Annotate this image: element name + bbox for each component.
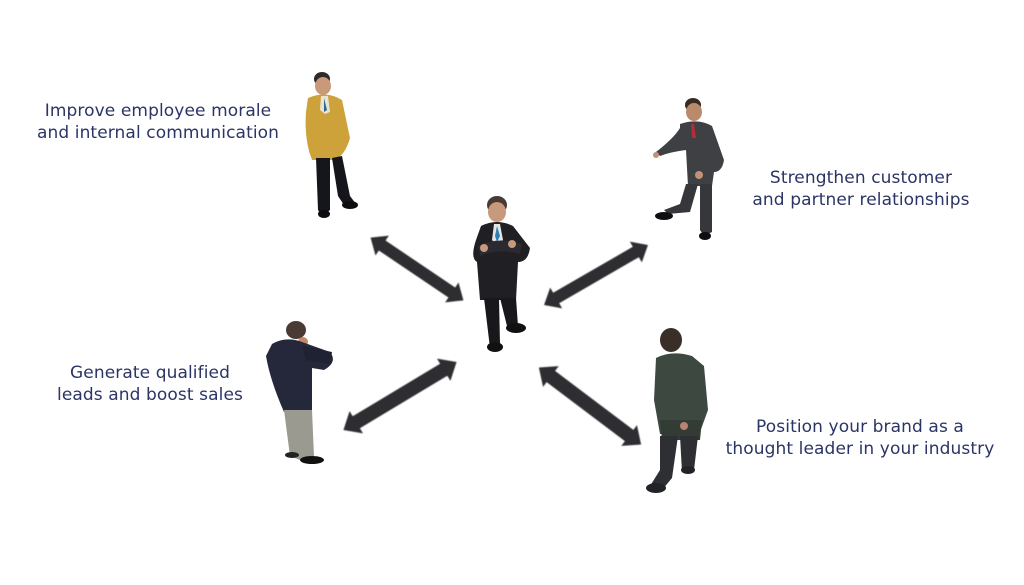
double-arrow-icon: [370, 235, 464, 303]
benefit-label-customer-relationships: Strengthen customer and partner relation…: [736, 167, 986, 211]
label-line: and internal communication: [36, 123, 280, 143]
top-left-person-figure: [305, 72, 358, 218]
bottom-right-person-figure: [646, 328, 708, 493]
label-line: Strengthen customer: [769, 168, 953, 188]
label-line: leads and boost sales: [57, 385, 243, 405]
center-person-figure: [473, 196, 530, 352]
benefit-label-employee-morale: Improve employee morale and internal com…: [20, 100, 296, 144]
label-line: Generate qualified: [70, 363, 230, 383]
label-line: Position your brand as a: [756, 417, 964, 437]
double-arrow-icon: [538, 366, 642, 446]
bottom-left-person-figure: [266, 321, 333, 464]
benefit-label-qualified-leads: Generate qualified leads and boost sales: [40, 362, 260, 406]
benefit-label-thought-leader: Position your brand as a thought leader …: [710, 416, 1010, 460]
double-arrow-icon: [544, 241, 648, 309]
top-right-person-figure: [653, 98, 724, 240]
label-line: and partner relationships: [752, 190, 970, 210]
label-line: thought leader in your industry: [725, 439, 995, 459]
label-line: Improve employee morale: [44, 101, 272, 121]
double-arrow-icon: [343, 358, 457, 434]
